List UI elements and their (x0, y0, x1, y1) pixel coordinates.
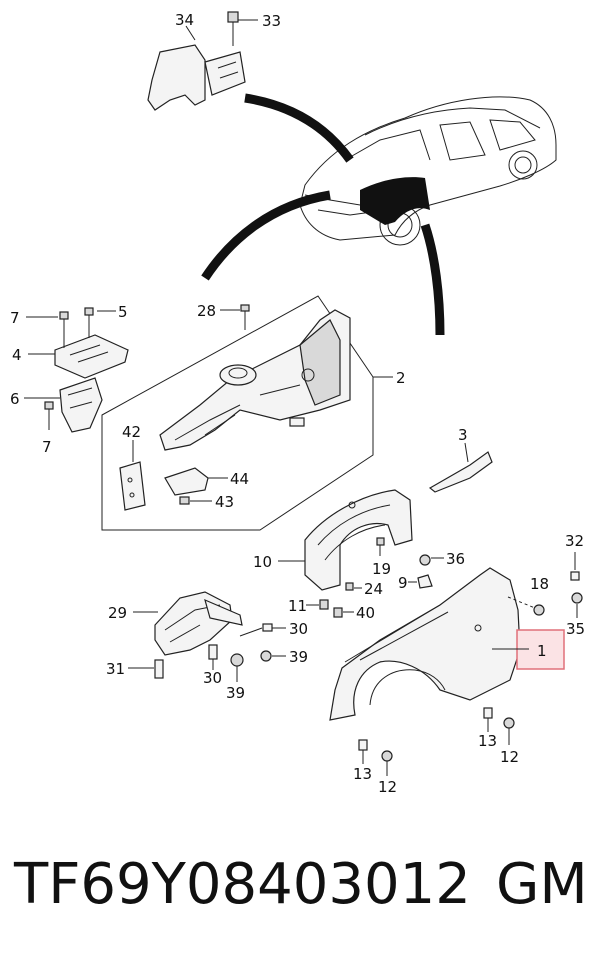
callout-9: 9 (398, 574, 408, 592)
car-outline (299, 96, 557, 246)
part-39-nut-a (260, 650, 272, 662)
callout-13-left: 13 (353, 765, 372, 783)
part-12-screw-left (381, 750, 393, 762)
part-30-clip-a (262, 623, 273, 632)
callout-42: 42 (122, 423, 141, 441)
part-12-screw-right (503, 717, 515, 729)
part-18-screw (533, 604, 545, 616)
car-fender-region (360, 177, 430, 225)
part-number: TF69Y08403012 (14, 852, 471, 917)
callout-24: 24 (364, 580, 383, 598)
callout-3: 3 (458, 426, 468, 444)
part-32-clip (570, 571, 580, 581)
callout-12-left: 12 (378, 778, 397, 796)
part-1-front-fender (329, 567, 521, 721)
part-42-bracket (119, 461, 146, 511)
callout-39-b: 39 (226, 684, 245, 702)
callout-28: 28 (197, 302, 216, 320)
callout-13-right: 13 (478, 732, 497, 750)
callout-7-top: 7 (10, 309, 20, 327)
exploded-parts-diagram: 34 33 2 28 42 44 43 (10, 11, 585, 796)
callout-4: 4 (12, 346, 22, 364)
part-34-bracket (147, 44, 246, 111)
part-35-nut (571, 592, 583, 604)
part-28-bolt (240, 304, 250, 330)
callout-7-bottom: 7 (42, 438, 52, 456)
part-24-clip (345, 582, 354, 591)
arc-to-fender (420, 223, 445, 336)
part-29-splash-shield (154, 591, 243, 656)
callout-1: 1 (537, 642, 547, 660)
callout-40: 40 (356, 604, 375, 622)
callout-43: 43 (215, 493, 234, 511)
part-43-clip (179, 496, 190, 505)
callout-12-right: 12 (500, 748, 519, 766)
callout-6: 6 (10, 390, 20, 408)
part-2-inner-apron (159, 309, 351, 451)
callout-30-a: 30 (289, 620, 308, 638)
part-40-screw (333, 607, 343, 618)
callout-33: 33 (262, 12, 281, 30)
arc-to-top-bracket (244, 93, 354, 163)
part-30-clip-b (208, 644, 218, 660)
callout-44: 44 (230, 470, 249, 488)
callout-36: 36 (446, 550, 465, 568)
part-6-bracket (59, 377, 103, 433)
assembly-box (101, 295, 374, 531)
part-33-bolt (227, 11, 239, 46)
part-31-bolt (154, 659, 164, 679)
brand-label: GM (496, 852, 588, 917)
part-4-plate (54, 334, 129, 379)
part-5-bolt (84, 307, 94, 338)
part-11-screw (319, 599, 329, 610)
callout-32: 32 (565, 532, 584, 550)
part-19-clip (376, 537, 385, 556)
part-9-clip (417, 574, 433, 589)
callout-10: 10 (253, 553, 272, 571)
callout-31: 31 (106, 660, 125, 678)
part-7-bolt-bottom (44, 401, 54, 430)
arc-to-apron (201, 190, 331, 281)
callout-35: 35 (566, 620, 585, 638)
callout-2: 2 (396, 369, 406, 387)
callout-29: 29 (108, 604, 127, 622)
callout-5: 5 (118, 303, 128, 321)
callout-18: 18 (530, 575, 549, 593)
part-7-bolt-top (59, 311, 69, 348)
callout-30-b: 30 (203, 669, 222, 687)
callout-39-a: 39 (289, 648, 308, 666)
part-3-strip (428, 451, 493, 493)
callout-34: 34 (175, 11, 194, 29)
part-44-bracket (164, 467, 209, 496)
callout-11: 11 (288, 597, 307, 615)
part-13-clip-left (358, 739, 368, 751)
callout-19: 19 (372, 560, 391, 578)
part-36-nut (419, 554, 431, 566)
part-13-clip-right (483, 707, 493, 719)
part-10-wheel-liner (304, 489, 413, 591)
part-39-nut-b (230, 653, 244, 667)
